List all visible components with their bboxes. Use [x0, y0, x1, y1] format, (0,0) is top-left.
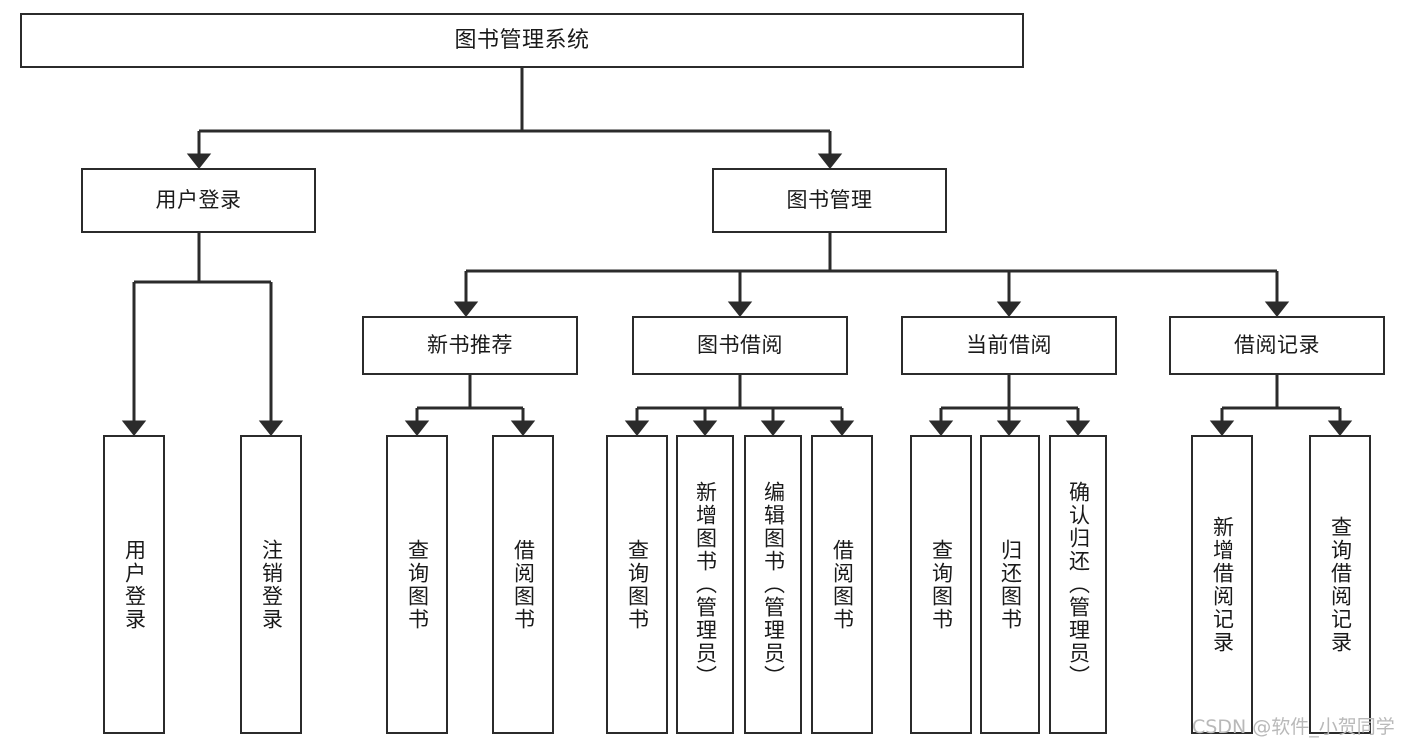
- node-user-login-label: 用户登录: [155, 188, 242, 213]
- node-leaf-return-book-label: 归还图书: [998, 538, 1023, 631]
- node-new-book-recommend[interactable]: 新书推荐: [362, 316, 578, 375]
- node-current-borrow[interactable]: 当前借阅: [901, 316, 1117, 375]
- node-book-manage-label: 图书管理: [786, 188, 873, 213]
- node-leaf-user-login[interactable]: 用户登录: [103, 435, 165, 734]
- node-leaf-add-book-label: 新增图书（管理员）: [693, 481, 718, 688]
- node-borrow-record[interactable]: 借阅记录: [1169, 316, 1385, 375]
- node-leaf-query-book-2-label: 查询图书: [625, 538, 650, 631]
- node-root-label: 图书管理系统: [454, 27, 590, 53]
- node-leaf-edit-book-label: 编辑图书（管理员）: [761, 481, 786, 688]
- node-leaf-query-record[interactable]: 查询借阅记录: [1309, 435, 1371, 734]
- node-leaf-add-book[interactable]: 新增图书（管理员）: [676, 435, 734, 734]
- node-leaf-borrow-book-1[interactable]: 借阅图书: [492, 435, 554, 734]
- node-leaf-return-book[interactable]: 归还图书: [980, 435, 1040, 734]
- node-leaf-query-book-3-label: 查询图书: [929, 538, 954, 631]
- node-leaf-edit-book[interactable]: 编辑图书（管理员）: [744, 435, 802, 734]
- node-leaf-borrow-book-2[interactable]: 借阅图书: [811, 435, 873, 734]
- node-user-login[interactable]: 用户登录: [81, 168, 316, 233]
- node-leaf-query-book-1[interactable]: 查询图书: [386, 435, 448, 734]
- node-leaf-borrow-book-1-label: 借阅图书: [511, 538, 536, 631]
- node-book-borrow[interactable]: 图书借阅: [632, 316, 848, 375]
- csdn-watermark: CSDN @软件_小贺同学: [1192, 716, 1395, 738]
- node-current-borrow-label: 当前借阅: [966, 333, 1052, 358]
- node-borrow-record-label: 借阅记录: [1234, 333, 1320, 358]
- node-leaf-borrow-book-2-label: 借阅图书: [830, 538, 855, 631]
- node-new-book-recommend-label: 新书推荐: [427, 333, 513, 358]
- node-leaf-confirm-return[interactable]: 确认归还（管理员）: [1049, 435, 1107, 734]
- node-leaf-query-book-2[interactable]: 查询图书: [606, 435, 668, 734]
- node-book-manage[interactable]: 图书管理: [712, 168, 947, 233]
- node-leaf-add-record[interactable]: 新增借阅记录: [1191, 435, 1253, 734]
- node-book-borrow-label: 图书借阅: [697, 333, 783, 358]
- node-leaf-query-book-3[interactable]: 查询图书: [910, 435, 972, 734]
- node-leaf-add-record-label: 新增借阅记录: [1210, 515, 1235, 654]
- node-leaf-confirm-return-label: 确认归还（管理员）: [1066, 481, 1091, 688]
- node-leaf-query-book-1-label: 查询图书: [405, 538, 430, 631]
- node-leaf-user-logout-label: 注销登录: [259, 538, 284, 631]
- node-leaf-user-logout[interactable]: 注销登录: [240, 435, 302, 734]
- node-leaf-user-login-label: 用户登录: [122, 538, 147, 631]
- node-leaf-query-record-label: 查询借阅记录: [1328, 515, 1353, 654]
- node-root[interactable]: 图书管理系统: [20, 13, 1024, 68]
